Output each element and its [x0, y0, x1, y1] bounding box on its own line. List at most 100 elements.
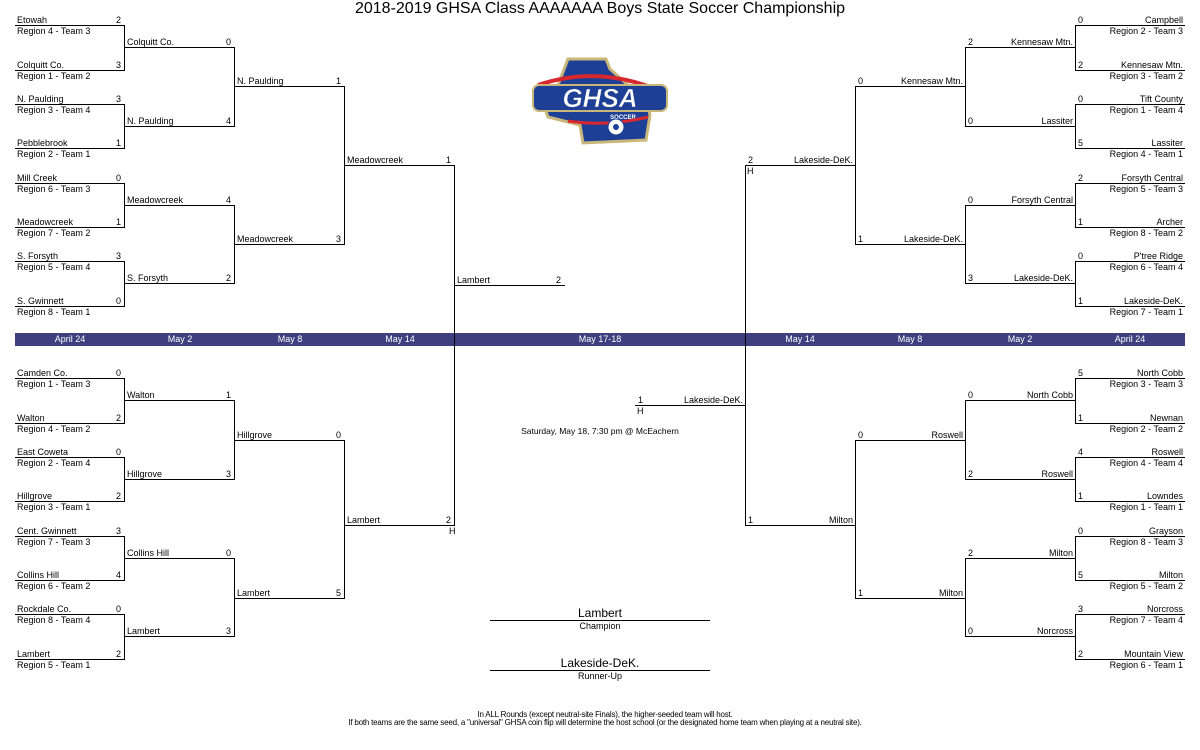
team-score: 4 — [225, 116, 231, 126]
team-slot: Forsyth Central 2 — [1075, 172, 1185, 184]
team-score: 0 — [968, 195, 974, 205]
team-score: 3 — [115, 60, 121, 70]
team-score: 1 — [858, 234, 864, 244]
team-score: 2 — [115, 413, 121, 423]
team-region: Region 7 - Team 3 — [17, 537, 91, 547]
team-score: 0 — [115, 604, 121, 614]
team-region: Region 1 - Team 4 — [1109, 105, 1183, 115]
bracket-connector — [234, 47, 235, 127]
bracket-connector — [855, 440, 856, 599]
date-label: May 8 — [897, 334, 923, 344]
team-score: 5 — [1078, 138, 1084, 148]
team-name: Rockdale Co. — [17, 604, 72, 614]
team-score: 5 — [1078, 368, 1084, 378]
team-region: Region 3 - Team 2 — [1109, 71, 1183, 81]
team-score: 2 — [1078, 173, 1084, 183]
team-score: 0 — [115, 447, 121, 457]
team-region: Region 3 - Team 3 — [1109, 379, 1183, 389]
team-name: Mill Creek — [17, 173, 58, 183]
team-slot: Lakeside-DeK.3 — [965, 272, 1075, 284]
team-name: East Coweta — [17, 447, 69, 457]
team-name: Lambert — [347, 515, 381, 525]
team-score: 1 — [1078, 296, 1084, 306]
team-name: Lassiter — [1041, 116, 1073, 126]
team-score: 0 — [1078, 526, 1084, 536]
bracket-connector — [124, 536, 125, 581]
team-score: 2 — [115, 649, 121, 659]
team-name: Milton — [828, 515, 853, 525]
bracket-connector — [965, 205, 966, 284]
host-marker: H — [637, 406, 644, 416]
team-score: 0 — [968, 116, 974, 126]
team-score: 0 — [1078, 251, 1084, 261]
team-slot: Rockdale Co. 0 — [15, 603, 125, 615]
team-score: 0 — [1078, 94, 1084, 104]
bracket-connector — [965, 47, 966, 127]
team-region: Region 1 - Team 1 — [1109, 502, 1183, 512]
team-slot: Colquitt Co. 3 — [15, 59, 125, 71]
team-name: Milton — [1158, 570, 1183, 580]
team-name: Pebblebrook — [17, 138, 68, 148]
team-region: Region 2 - Team 2 — [1109, 424, 1183, 434]
team-region: Region 1 - Team 3 — [17, 379, 91, 389]
team-region: Region 5 - Team 1 — [17, 660, 91, 670]
team-score: 0 — [1078, 15, 1084, 25]
team-name: North Cobb — [1136, 368, 1183, 378]
team-name: N. Paulding — [17, 94, 64, 104]
team-name: Meadowcreek — [347, 155, 404, 165]
runner-up-team: Lakeside-DeK. — [490, 656, 710, 671]
team-score: 4 — [115, 570, 121, 580]
bracket-connector — [1075, 614, 1076, 660]
team-score: 3 — [115, 526, 121, 536]
team-name: Norcross — [1036, 626, 1073, 636]
team-score: 1 — [335, 76, 341, 86]
page-title: 2018-2019 GHSA Class AAAAAAA Boys State … — [354, 0, 846, 17]
runner-up-box: Lakeside-DeK. Runner-Up — [490, 656, 710, 681]
team-region: Region 8 - Team 1 — [17, 307, 91, 317]
team-score: 4 — [1078, 447, 1084, 457]
team-name: S. Forsyth — [17, 251, 59, 261]
team-slot: Colquitt Co.0 — [125, 36, 235, 48]
bracket-connector — [234, 205, 235, 284]
team-name: S. Gwinnett — [17, 296, 64, 306]
date-label: May 14 — [385, 334, 415, 344]
team-name: Colquitt Co. — [17, 60, 65, 70]
bracket-connector — [1075, 261, 1076, 307]
team-name: Collins Hill — [17, 570, 60, 580]
team-region: Region 4 - Team 3 — [17, 26, 91, 36]
team-score: 5 — [335, 588, 341, 598]
team-score: 0 — [858, 430, 864, 440]
bracket-connector — [234, 400, 235, 480]
team-slot: Milton 1 — [745, 514, 855, 526]
team-name: N. Paulding — [237, 76, 284, 86]
team-name: Meadowcreek — [17, 217, 74, 227]
team-score: 0 — [335, 430, 341, 440]
team-score: 1 — [748, 515, 754, 525]
team-score: 3 — [225, 469, 231, 479]
team-score: 1 — [858, 588, 864, 598]
date-label: May 17-18 — [578, 334, 622, 344]
team-slot: Milton 5 — [1075, 569, 1185, 581]
team-slot: Kennesaw Mtn.2 — [1075, 59, 1185, 71]
team-region: Region 4 - Team 2 — [17, 424, 91, 434]
team-score: 0 — [225, 548, 231, 558]
final-game-info: Saturday, May 18, 7:30 pm @ McEachern — [521, 426, 679, 436]
team-slot: Lassiter 0 — [965, 115, 1075, 127]
team-name: Forsyth Central — [1121, 173, 1183, 183]
team-name: Etowah — [17, 15, 48, 25]
team-region: Region 8 - Team 2 — [1109, 228, 1183, 238]
team-score: 5 — [1078, 570, 1084, 580]
team-slot: Kennesaw Mtn.2 — [965, 36, 1075, 48]
footer-line-2: If both teams are the same seed, a "univ… — [348, 718, 862, 727]
team-region: Region 2 - Team 3 — [1109, 26, 1183, 36]
